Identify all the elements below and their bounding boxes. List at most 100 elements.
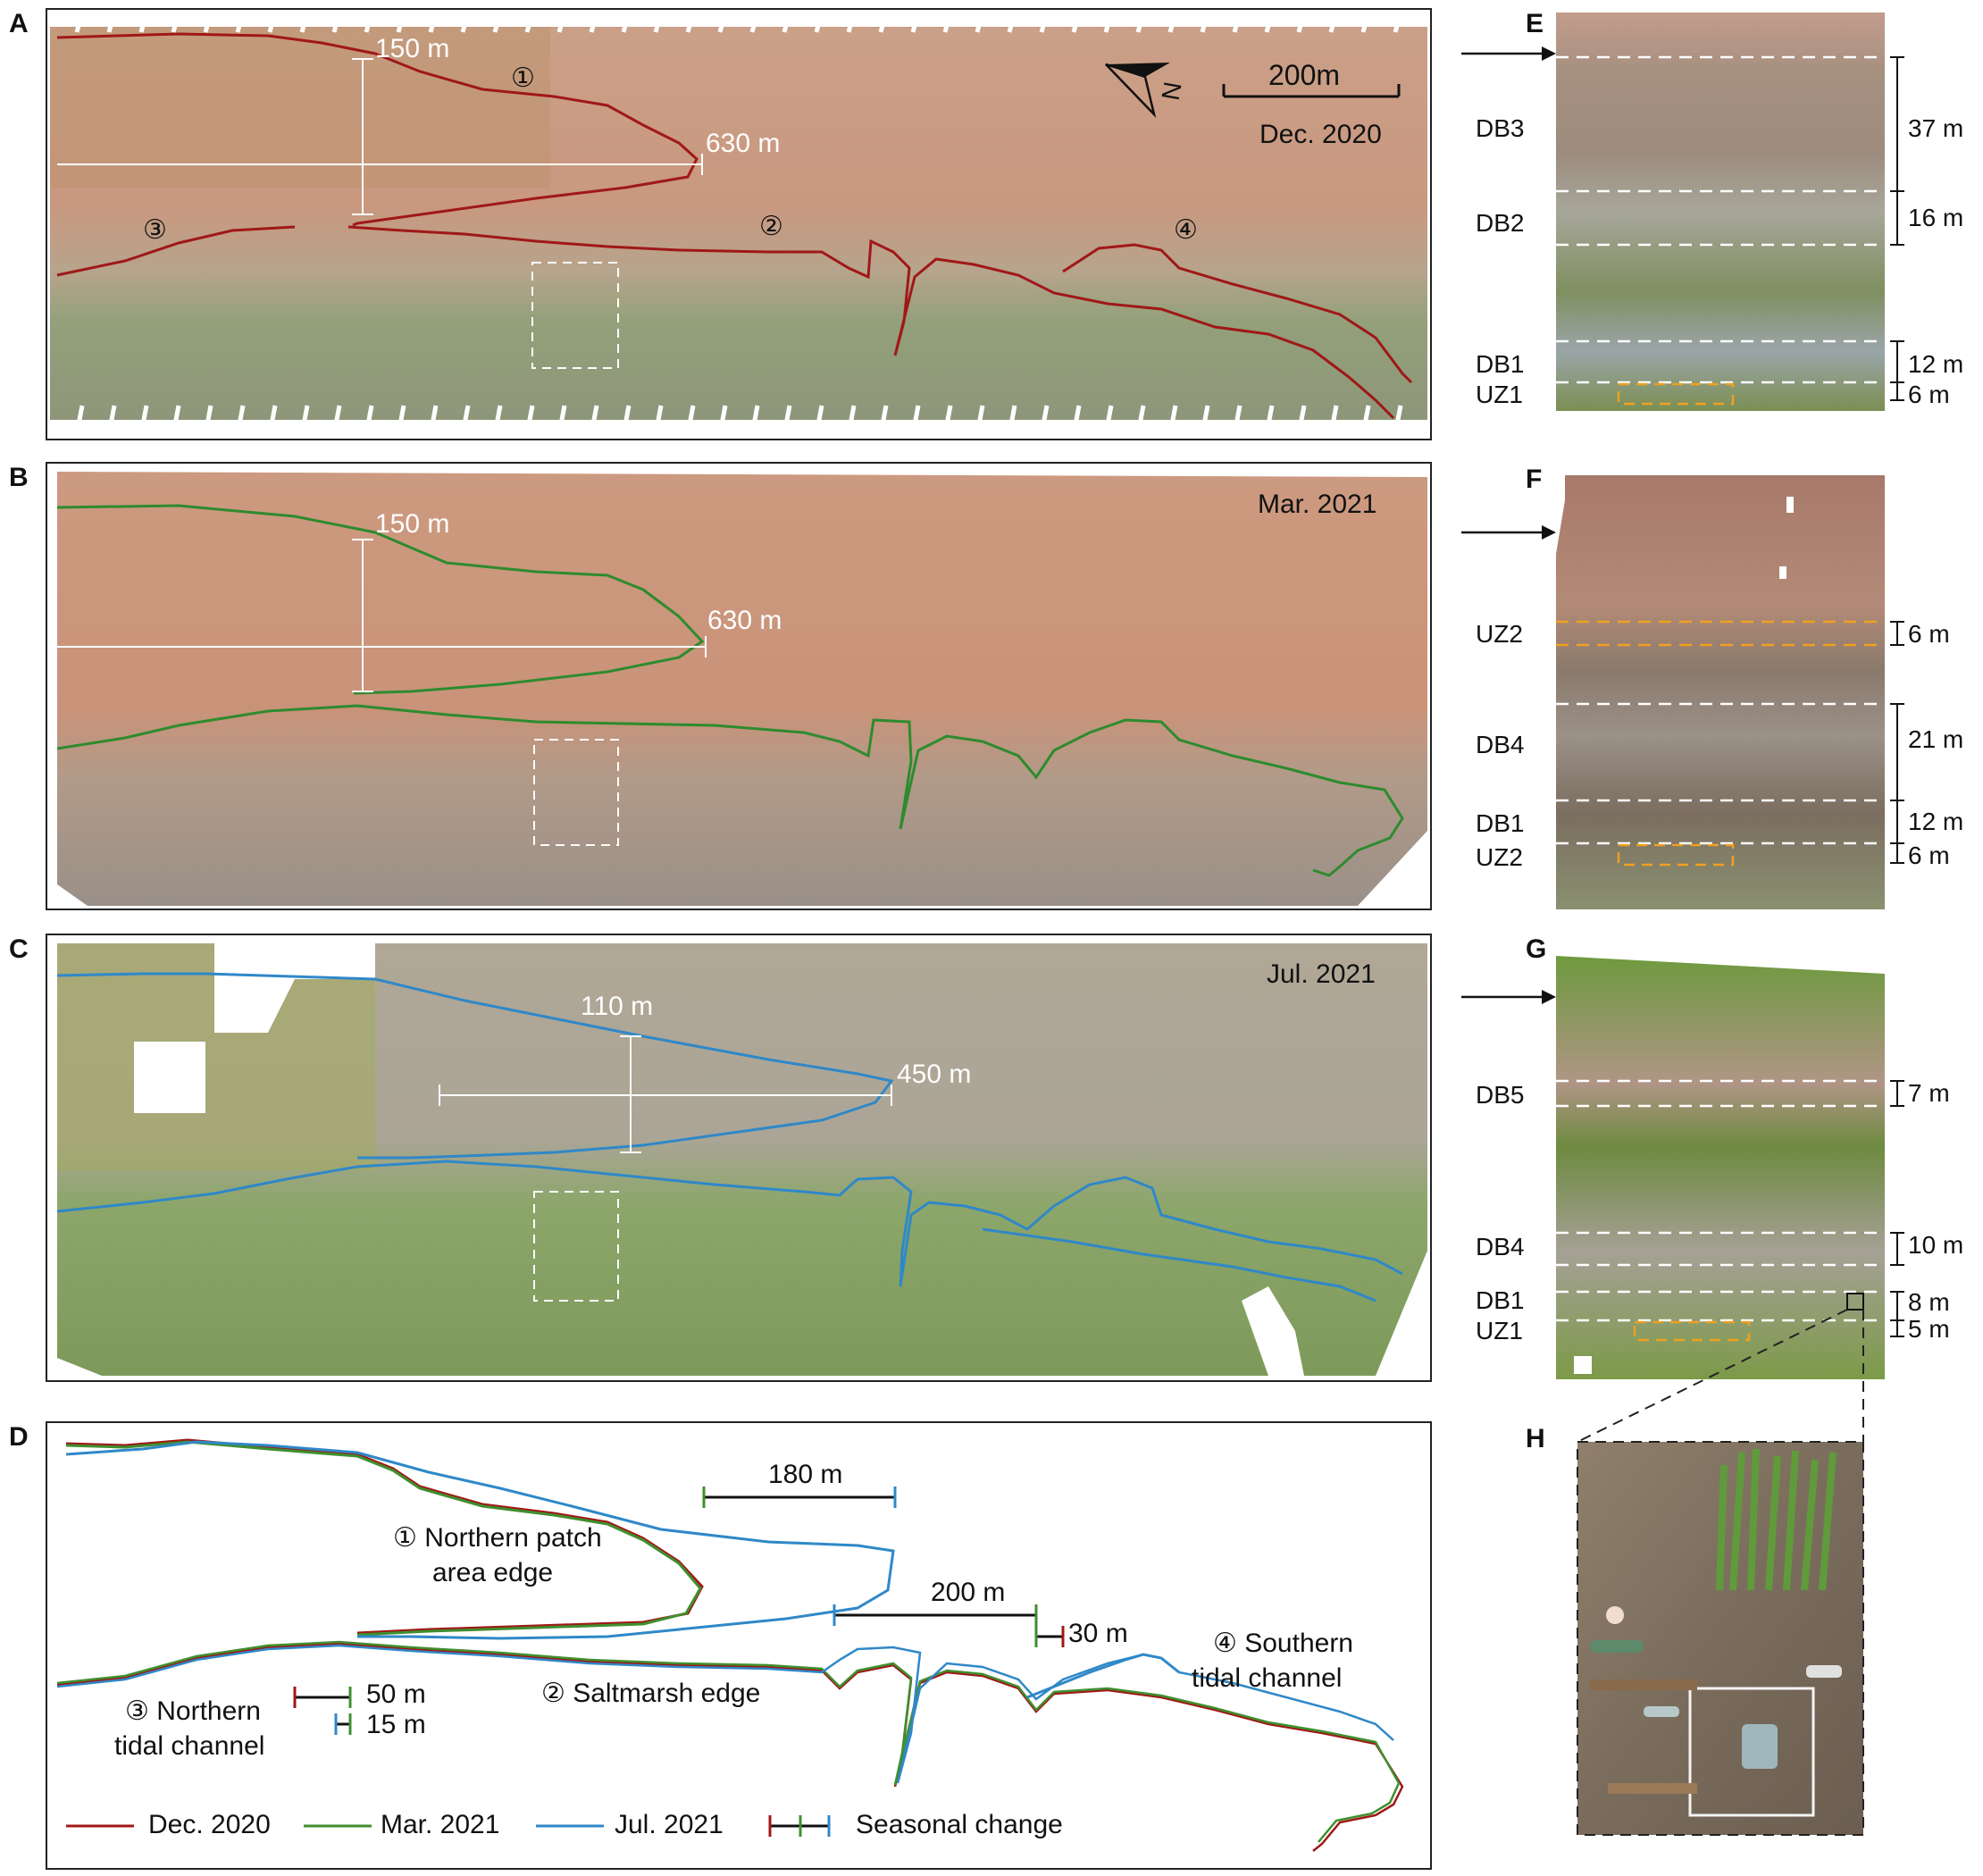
panel-c-study-box: [533, 1191, 619, 1302]
panel-g-width-5: 5 m: [1908, 1315, 1950, 1343]
panel-a-tick: [556, 405, 567, 435]
panel-a-southern-tidal-channel: [1062, 243, 1413, 384]
panel-a-tick: [138, 12, 149, 33]
panel-a-tick: [492, 12, 503, 33]
panel-a-tick: [878, 12, 889, 33]
panel-a-tick: [203, 12, 213, 33]
panel-a-tick: [1135, 12, 1146, 33]
panel-a-tick: [749, 405, 760, 435]
panel-a-tick: [1328, 12, 1339, 33]
panel-a-tick: [1167, 12, 1178, 33]
legend-label-seasonal: Seasonal change: [856, 1810, 1063, 1839]
panel-g-width-7: 7 m: [1908, 1079, 1950, 1107]
panel-a-tick: [460, 12, 471, 33]
panel-a-length-label: 630 m: [706, 129, 781, 158]
panel-a-tick: [685, 12, 696, 33]
panel-label-c: C: [9, 934, 29, 964]
label-northern-tidal: ③ Northern: [125, 1696, 261, 1726]
panel-a-tick: [782, 12, 792, 33]
panel-g-zone-lines: [1556, 1079, 1904, 1342]
panel-a-tick: [749, 12, 760, 33]
panel-b-photo: [57, 472, 1427, 906]
panel-a-marker-3: ③: [143, 215, 167, 245]
panel-a-tick: [331, 405, 342, 435]
panel-a-tick: [975, 405, 985, 435]
panel-e-width-37: 37 m: [1908, 114, 1964, 142]
panel-a-tick: [1071, 12, 1082, 33]
panel-b-width-label: 150 m: [375, 509, 450, 539]
panel-label-f: F: [1526, 465, 1543, 494]
label-northern-patch: ① Northern patch: [393, 1523, 602, 1553]
panel-a-tick: [1264, 405, 1275, 435]
panel-b-northern-patch-edge: [56, 504, 705, 695]
panel-a-tick: [106, 12, 117, 33]
panel-c-width-label: 110 m: [581, 992, 654, 1021]
panel-label-e: E: [1526, 9, 1544, 38]
panel-a-tick: [1103, 12, 1114, 33]
panel-a-tick: [1232, 12, 1243, 33]
panel-g-width-8: 8 m: [1908, 1288, 1950, 1316]
panel-a-tick: [1264, 12, 1275, 33]
panel-a-tick: [364, 405, 374, 435]
panel-h-grass: [1716, 1448, 1837, 1591]
panel-f-width-6-bottom: 6 m: [1908, 842, 1950, 869]
panel-e-zone-db2: DB2: [1476, 209, 1525, 237]
panel-a-photo: [50, 27, 1427, 420]
panel-a-tick: [846, 405, 857, 435]
panel-g-zone-db1: DB1: [1476, 1286, 1525, 1314]
label-50m: 50 m: [366, 1679, 426, 1709]
panel-label-h: H: [1526, 1424, 1545, 1453]
panel-f-zone-lines: [1556, 620, 1904, 867]
panel-e-width-6: 6 m: [1908, 381, 1950, 408]
panel-f-zone-uz2-bottom: UZ2: [1476, 843, 1523, 871]
panel-a-tick: [299, 405, 310, 435]
panel-a-tick: [942, 405, 953, 435]
panel-b-saltmarsh-edge: [56, 704, 1404, 877]
panel-a-tick: [524, 12, 535, 33]
panel-g-zone-db5: DB5: [1476, 1081, 1525, 1109]
label-30m: 30 m: [1068, 1619, 1128, 1648]
panel-a-bottom-ticks: [74, 405, 1403, 435]
panel-a-tick: [1039, 12, 1050, 33]
panel-b-date: Mar. 2021: [1258, 490, 1377, 519]
label-180m: 180 m: [768, 1460, 843, 1489]
panel-a-tick: [910, 12, 921, 33]
panel-a-tick: [171, 12, 181, 33]
panel-a-tick: [942, 12, 953, 33]
panel-a-tick: [1007, 405, 1017, 435]
panel-a-marker-2: ②: [759, 212, 783, 241]
panel-a-tick: [1039, 405, 1050, 435]
panel-d-southern-channel-jul: [1026, 1653, 1180, 1699]
panel-a-study-box: [531, 262, 619, 369]
panel-a-tick: [1296, 405, 1307, 435]
panel-a-tick: [846, 12, 857, 33]
panel-a-tick: [1360, 12, 1371, 33]
legend-label-dec: Dec. 2020: [148, 1810, 271, 1839]
panel-c-photo: [57, 943, 1427, 1376]
panel-a-northern-tidal-channel: [56, 225, 296, 277]
panel-a-tick: [814, 405, 824, 435]
panel-f-width-6-top: 6 m: [1908, 620, 1950, 648]
panel-a-tick: [1296, 12, 1307, 33]
panel-a-tick: [203, 405, 213, 435]
panel-a-tick: [717, 405, 728, 435]
panel-a-tick: [267, 405, 278, 435]
legend-label-mar: Mar. 2021: [381, 1810, 500, 1839]
panel-h-quadrat: [1688, 1687, 1815, 1817]
panel-a-tick: [235, 12, 246, 33]
panel-a-top-ticks: [74, 12, 1403, 33]
panel-a-tick: [685, 405, 696, 435]
panel-a-tick: [1071, 405, 1082, 435]
panel-a-tick: [396, 12, 406, 33]
legend-label-jul: Jul. 2021: [615, 1810, 724, 1839]
panel-a-width-label: 150 m: [375, 34, 450, 63]
panel-e-photo: [1556, 13, 1885, 411]
panel-a-tick: [910, 405, 921, 435]
scale-bar-label: 200m: [1268, 59, 1341, 91]
panel-c-saltmarsh-edge-lower: [982, 1227, 1376, 1302]
panel-a-tick: [1007, 12, 1017, 33]
panel-b-length-label: 630 m: [707, 606, 782, 635]
panel-a-tick: [1360, 405, 1371, 435]
panel-a-tick: [814, 12, 824, 33]
panel-a-tick: [171, 405, 181, 435]
